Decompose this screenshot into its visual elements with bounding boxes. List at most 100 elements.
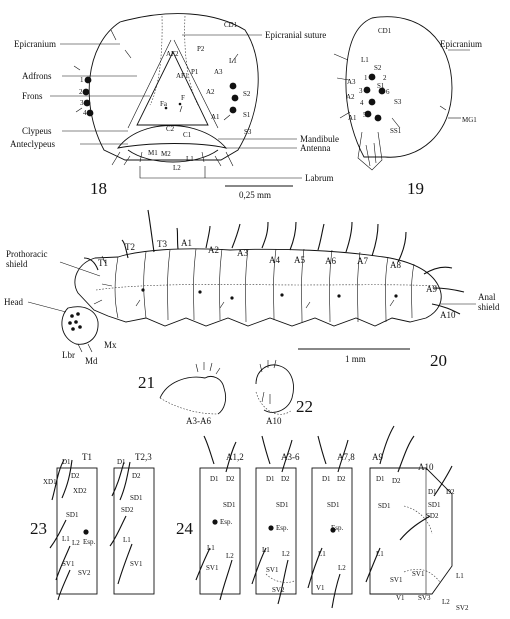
callout-lbr: Lbr — [62, 350, 75, 360]
map-a3-6 — [255, 467, 297, 595]
a36-seta-sv1: SV1 — [266, 566, 279, 574]
stemma-3 — [83, 99, 91, 107]
t23-seta-d1: D1 — [117, 458, 126, 466]
lateral-stemma-label-1: 1 — [364, 74, 368, 82]
figure-number-19: 19 — [407, 179, 424, 198]
map-a7-8 — [311, 467, 353, 595]
lateral-seta-a1: A1 — [348, 114, 357, 122]
callout-md: Md — [85, 356, 98, 366]
lateral-seta-s1: S1 — [377, 82, 385, 90]
t23-seta-sd1: SD1 — [130, 494, 143, 502]
seta-s1: S1 — [243, 111, 251, 119]
lateral-seta-mg1: MG1 — [462, 116, 477, 124]
seta-s2: S2 — [243, 90, 251, 98]
map-title-a9: A9 — [372, 452, 383, 462]
seta-p2: P2 — [197, 45, 205, 53]
segment-label-a10: A10 — [440, 310, 456, 320]
stemma-label-2: 2 — [79, 88, 83, 96]
a9-seta-sd1: SD1 — [378, 502, 391, 510]
seta-l1: L1 — [229, 57, 237, 65]
segment-label-t3: T3 — [157, 239, 167, 249]
segment-label-a6: A6 — [325, 256, 336, 266]
stemma-1 — [84, 76, 92, 84]
seta-p1: P1 — [191, 68, 199, 76]
map-title-t1: T1 — [82, 452, 92, 462]
a36-seta-d2: D2 — [281, 475, 290, 483]
t23-seta-d2: D2 — [132, 472, 141, 480]
map-title-a7-8: A7,8 — [337, 452, 355, 462]
callout-labrum: Labrum — [305, 173, 334, 183]
seta-af1: AF1 — [176, 72, 189, 80]
a78-seta-v1: V1 — [316, 584, 325, 592]
lateral-seta-s2: S2 — [374, 64, 382, 72]
a12-seta-sd1: SD1 — [223, 501, 236, 509]
segment-label-a5: A5 — [294, 255, 305, 265]
a9-seta-l1: L1 — [376, 550, 384, 558]
lateral-seta-s3: S3 — [394, 98, 402, 106]
a10-seta-sv2: SV2 — [456, 604, 469, 612]
a10-seta-l1: L1 — [456, 572, 464, 580]
a78-seta-esp: Esp. — [331, 524, 344, 532]
figure-20-larva-habitus: T1 T2 T3 A1 A2 A3 A4 A5 A6 A7 A8 A9 A10 … — [4, 209, 500, 370]
a12-seta-esp: Esp. — [220, 518, 233, 526]
a10-seta-d2: D2 — [446, 488, 455, 496]
seta-f: F — [181, 94, 185, 102]
seta-fa: Fa — [160, 100, 168, 108]
a9-seta-d2: D2 — [392, 477, 401, 485]
t1-seta-sv1: SV1 — [62, 560, 75, 568]
callout-adfrons: Adfrons — [22, 71, 52, 81]
a12-seta-l2: L2 — [226, 552, 234, 560]
figure-number-21: 21 — [138, 373, 155, 392]
map-t1 — [56, 467, 98, 595]
lateral-stemma-label-4: 4 — [360, 99, 364, 107]
t23-seta-sd2: SD2 — [121, 506, 134, 514]
figure-24-abdominal-setal-maps: A1,2 A3-6 A7,8 A9 A10 D1 D2 SD1 Esp. L1 … — [176, 425, 469, 612]
lateral-seta-a3: A3 — [347, 78, 356, 86]
seta-s3: S3 — [244, 128, 252, 136]
a36-seta-d1: D1 — [266, 475, 275, 483]
figure-number-22: 22 — [296, 397, 313, 416]
a36-seta-esp: Esp. — [276, 524, 289, 532]
seta-m1: M1 — [148, 149, 158, 157]
a10-seta-sv1: SV1 — [412, 570, 425, 578]
seta-l2: L2 — [173, 164, 181, 172]
seta-l1-labrum: L1 — [186, 155, 194, 163]
callout-head: Head — [4, 297, 23, 307]
stemma-4 — [86, 109, 94, 117]
figure-23-thoracic-setal-maps: T1 T2,3 D1 XD1 D2 XD2 SD1 Esp. L1 L2 SV1… — [30, 452, 155, 601]
segment-label-a3: A3 — [237, 248, 248, 258]
callout-anteclypeus: Anteclypeus — [10, 139, 55, 149]
scale-label-head: 0,25 mm — [239, 190, 271, 200]
a12-seta-sv1: SV1 — [206, 564, 219, 572]
segment-label-a4: A4 — [269, 255, 280, 265]
figure-21-22-prolegs: 21 22 A3-A6 A10 — [138, 359, 313, 426]
t1-seta-d1: D1 — [62, 458, 71, 466]
a36-seta-l1: L1 — [262, 546, 270, 554]
a10-seta-d1: D1 — [428, 488, 437, 496]
segment-label-t2: T2 — [125, 242, 135, 252]
proleg-label-a10: A10 — [266, 416, 282, 426]
lateral-stemma-label-6: 6 — [386, 88, 390, 96]
t23-seta-sv1: SV1 — [130, 560, 143, 568]
t1-seta-xd2: XD2 — [73, 487, 87, 495]
a10-seta-sd1: SD1 — [428, 501, 441, 509]
seta-c1: C1 — [183, 131, 192, 139]
a10-seta-sv3: SV3 — [418, 594, 431, 602]
a12-seta-d2: D2 — [226, 475, 235, 483]
callout-frons: Frons — [22, 91, 43, 101]
seta-af2: AF2 — [166, 50, 179, 58]
figure-number-18: 18 — [90, 179, 107, 198]
map-title-t2-3: T2,3 — [135, 452, 152, 462]
segment-label-a1: A1 — [181, 238, 192, 248]
lateral-stemma-label-5: 5 — [363, 111, 367, 119]
proleg-label-a3-a6: A3-A6 — [186, 416, 211, 426]
figure-number-20: 20 — [430, 351, 447, 370]
a78-seta-sd1: SD1 — [327, 501, 340, 509]
a36-seta-l2: L2 — [282, 550, 290, 558]
callout-antenna: Antenna — [300, 143, 331, 153]
segment-label-t1: T1 — [98, 258, 108, 268]
stemma-label-4: 4 — [83, 109, 87, 117]
map-title-a3-6: A3-6 — [281, 452, 300, 462]
stemma-label-3: 3 — [80, 99, 84, 107]
